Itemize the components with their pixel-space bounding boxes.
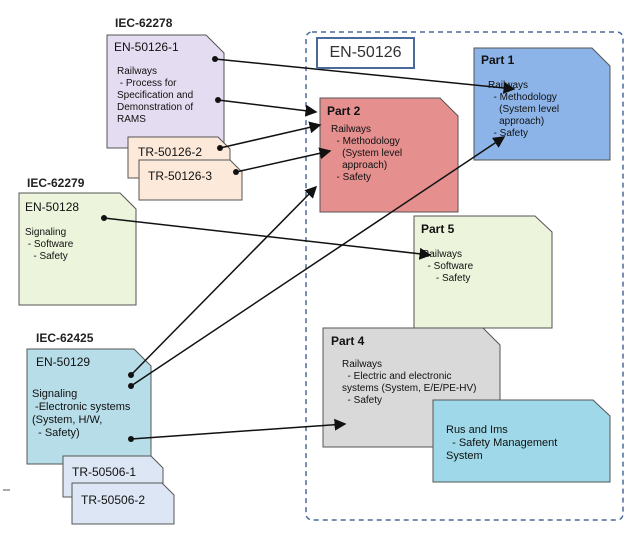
part2-body: Railways - Methodology (System level app… xyxy=(331,124,403,183)
dot-tr50126-2 xyxy=(217,145,223,151)
iec62425-label: IEC-62425 xyxy=(36,331,94,345)
tr50506-2-title: TR-50506-2 xyxy=(81,493,146,507)
part1-title: Part 1 xyxy=(481,53,515,67)
en50129-title: EN-50129 xyxy=(36,355,91,369)
arrow-tr50126-3-to-part2 xyxy=(235,147,332,173)
en50126-1-title: EN-50126-1 xyxy=(114,40,179,54)
part2-shape xyxy=(319,97,459,213)
rus-shape xyxy=(432,399,611,483)
dot-tr50126-3 xyxy=(233,169,239,175)
tr50126-3-title: TR-50126-3 xyxy=(148,169,213,183)
arrow-en50129-to-part1 xyxy=(130,136,506,387)
part1-body: Railways - Methodology (System level app… xyxy=(488,80,560,139)
rus-body: Rus and Ims - Safety Management System xyxy=(446,424,558,462)
dot-en50126-1-a xyxy=(212,56,218,62)
part5-title: Part 5 xyxy=(421,222,455,236)
part4-title: Part 4 xyxy=(331,334,365,348)
en50129-body: Signaling -Electronic systems (System, H… xyxy=(32,388,131,439)
dot-en50129-a xyxy=(128,372,134,378)
arrow-en50129-to-part2 xyxy=(130,185,318,376)
part1-shape xyxy=(473,47,611,161)
tr50126-2-title: TR-50126-2 xyxy=(138,145,203,159)
en50126-1-body: Railways - Process for Specification and… xyxy=(117,66,194,125)
arrow-en50126-1-to-part2 xyxy=(217,99,318,117)
arrow-en50126-1-to-part1 xyxy=(214,58,516,94)
dot-en50128 xyxy=(101,215,107,221)
en50128-title: EN-50128 xyxy=(25,200,80,214)
iec62278-label: IEC-62278 xyxy=(115,16,173,30)
dot-en50129-b xyxy=(128,383,134,389)
en50126-frame-title: EN-50126 xyxy=(316,37,415,69)
en50129-shape xyxy=(26,348,152,465)
part5-shape xyxy=(413,215,553,329)
arrow-en50129-to-part4 xyxy=(130,418,347,440)
en50128-body: Signaling - Software - Safety xyxy=(25,227,74,262)
arrow-tr50126-2-to-part2 xyxy=(219,121,322,149)
en50128-shape xyxy=(18,192,137,306)
dot-en50126-1-b xyxy=(215,97,221,103)
part2-title: Part 2 xyxy=(327,104,361,118)
iec62279-label: IEC-62279 xyxy=(27,176,85,190)
part5-body: Railways - Software - Safety xyxy=(422,249,474,284)
en50126-frame xyxy=(305,31,624,521)
tr50126-3-shape xyxy=(138,159,243,201)
dot-en50129-c xyxy=(128,436,134,442)
tr50506-1-title: TR-50506-1 xyxy=(72,465,137,479)
part4-body: Railways - Electric and electronic syste… xyxy=(342,359,477,406)
tr50506-2-shape xyxy=(71,482,175,525)
